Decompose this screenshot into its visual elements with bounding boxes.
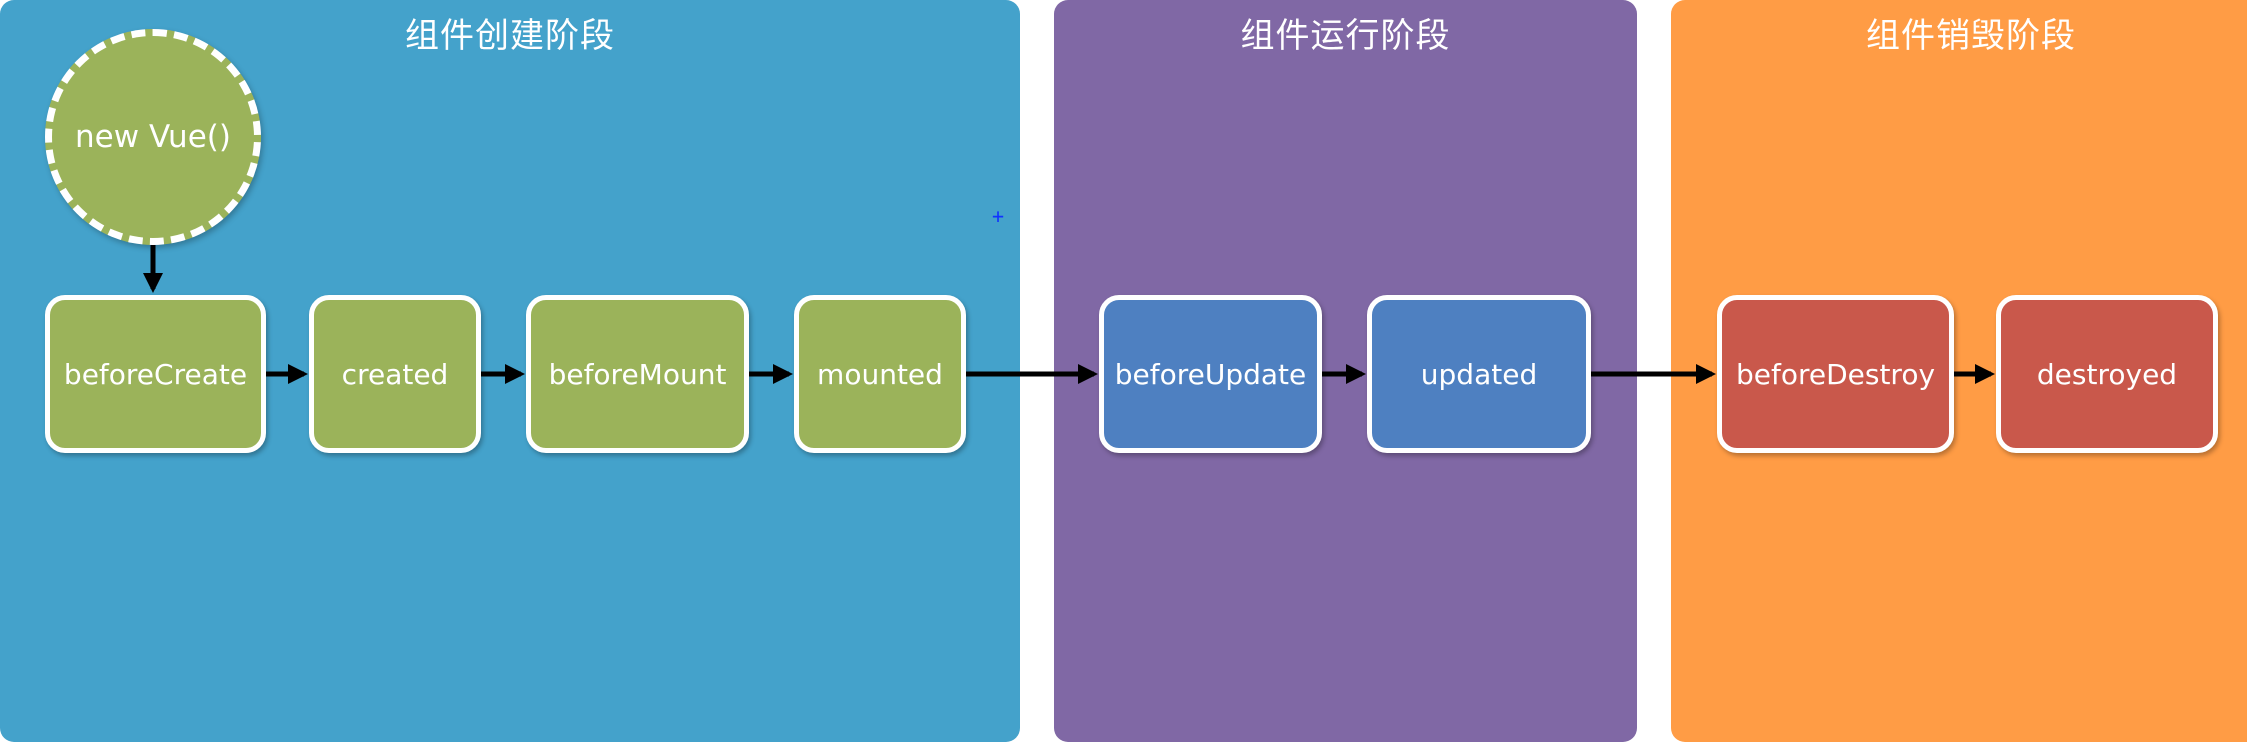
hook-updated: updated [1367,295,1591,453]
hook-before-create: beforeCreate [45,295,266,453]
running-phase-title: 组件运行阶段 [1240,16,1451,56]
new-vue-start-node: new Vue() [45,29,261,245]
cursor-plus-marker: + [992,204,1005,228]
hook-before-destroy: beforeDestroy [1717,295,1954,453]
hook-before-update: beforeUpdate [1099,295,1322,453]
hook-created: created [309,295,481,453]
hook-before-mount: beforeMount [526,295,749,453]
hook-destroyed: destroyed [1996,295,2218,453]
destruction-phase-title: 组件销毁阶段 [1866,16,2076,56]
hook-mounted: mounted [794,295,966,453]
creation-phase-title: 组件创建阶段 [405,16,615,56]
